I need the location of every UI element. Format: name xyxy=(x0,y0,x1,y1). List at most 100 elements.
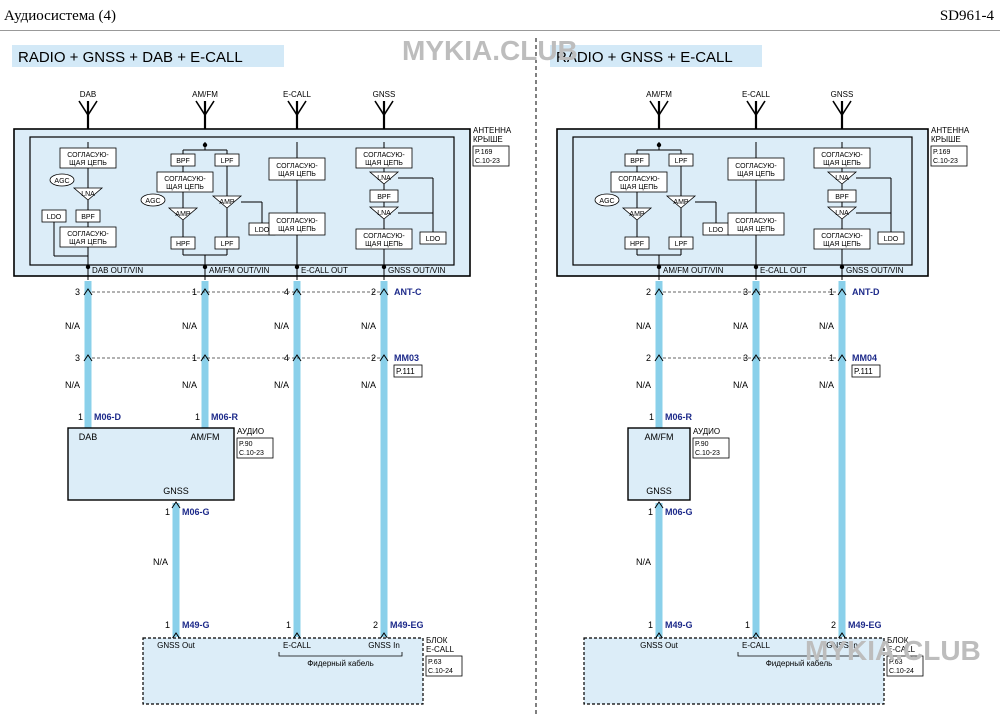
ecall-label-gnss-out: GNSS Out xyxy=(640,641,679,650)
audio-ref-sheet: C.10-23 xyxy=(239,450,264,457)
ecall-label-gnss-in: GNSS In xyxy=(368,641,400,650)
audio-unit-box xyxy=(627,427,691,501)
ecall-unit-box xyxy=(583,637,885,705)
ch-amfm-ldo-label: LDO xyxy=(709,227,724,234)
out-label-0: AM/FM OUT/VIN xyxy=(663,266,724,275)
out-node-1 xyxy=(753,264,759,270)
out-node-2 xyxy=(294,264,300,270)
conn-2-ref-box xyxy=(393,364,423,378)
ecall-mark-2 xyxy=(837,632,847,640)
conn-1-mark-3 xyxy=(379,288,389,296)
ch-amfm-agc-shape xyxy=(594,193,620,207)
na-lower-2: N/A xyxy=(819,380,834,390)
ch-gnss-match-2-label: СОГЛАСУЮ-ЩАЯ ЦЕПЬ xyxy=(363,233,405,248)
na-lower-2: N/A xyxy=(274,380,289,390)
ch-gnss-match-2-label: СОГЛАСУЮ-ЩАЯ ЦЕПЬ xyxy=(821,233,863,248)
na-lower-1: N/A xyxy=(733,380,748,390)
ch-amfm-match-label: СОГЛАСУЮ-ЩАЯ ЦЕПЬ xyxy=(164,176,206,191)
audio-ref-sheet: C.10-23 xyxy=(695,450,720,457)
ch-amfm-bpf-label: BPF xyxy=(630,158,644,165)
antenna-ecall-label: E-CALL xyxy=(283,90,312,99)
ecall-conn-left: M49-G xyxy=(665,620,693,630)
ch-amfm-lpf-label: LPF xyxy=(221,158,234,165)
page-title: Аудиосистема (4) xyxy=(4,8,117,24)
antenna-ecall-label: E-CALL xyxy=(742,90,771,99)
na-upper-0: N/A xyxy=(636,321,651,331)
ch-amfm-ldo-label: LDO xyxy=(255,227,270,234)
ch-ecall-match-1-label: СОГЛАСУЮ-ЩАЯ ЦЕПЬ xyxy=(735,163,777,178)
ch-amfm-match-box xyxy=(156,171,214,193)
audio-unit-box xyxy=(67,427,235,501)
na-upper-2: N/A xyxy=(819,321,834,331)
ch-amfm-lpf-2-label: LPF xyxy=(675,241,688,248)
ecall-ref-page: P.63 xyxy=(889,659,903,666)
ch-amfm-hpf-label: HPF xyxy=(176,241,190,248)
conn-1-pin-0: 2 xyxy=(646,287,651,297)
na-lower-0: N/A xyxy=(636,380,651,390)
ch-amfm-amp-2-label: AMP xyxy=(219,199,235,206)
wire-ecall xyxy=(293,281,301,637)
out-label-1: AM/FM OUT/VIN xyxy=(209,266,270,275)
conn-2-pin-1: 3 xyxy=(743,353,748,363)
audio-label-0: DAB xyxy=(79,432,98,442)
ch-amfm-hpf-label: HPF xyxy=(630,241,644,248)
audio-gnss-conn: M06-G xyxy=(665,507,693,517)
conn-1-name: ANT-D xyxy=(852,287,880,297)
audio-pin-1: 1 xyxy=(195,412,200,422)
conn-1-pin-0: 3 xyxy=(75,287,80,297)
ecall-pin-1: 1 xyxy=(745,620,750,630)
conn-1-pin-3: 2 xyxy=(371,287,376,297)
conn-2-ref: P.111 xyxy=(854,367,873,376)
ecall-pin-2: 2 xyxy=(373,620,378,630)
page-code: SD961-4 xyxy=(939,8,994,24)
conn-1-pin-2: 1 xyxy=(829,287,834,297)
ecall-pin-0: 1 xyxy=(165,620,170,630)
ch-gnss-match-1-label: СОГЛАСУЮ-ЩАЯ ЦЕПЬ xyxy=(363,152,405,167)
conn-2-mark-1 xyxy=(751,354,761,362)
audio-label-0: AM/FM xyxy=(645,432,674,442)
antenna-amfm-label: AM/FM xyxy=(646,90,672,99)
audio-label-1: AM/FM xyxy=(191,432,220,442)
panel-title-bg xyxy=(12,45,284,67)
na-upper-1: N/A xyxy=(733,321,748,331)
conn-2-mark-3 xyxy=(379,354,389,362)
ch-gnss-ldo-label: LDO xyxy=(426,236,441,243)
ecall-ref-sheet: C.10-24 xyxy=(428,668,453,675)
wire-audio-gnss xyxy=(172,503,180,637)
conn-2-name: MM03 xyxy=(394,353,419,363)
ch-gnss-lna-2-label: LNA xyxy=(377,210,391,217)
antenna-gnss-label: GNSS xyxy=(373,90,396,99)
watermark-bottom: MYKIA.CLUB xyxy=(805,635,981,666)
conn-2-mark-2 xyxy=(837,354,847,362)
header-rule xyxy=(0,30,1000,31)
audio-conn-0: M06-R xyxy=(665,412,693,422)
out-label-1: E-CALL OUT xyxy=(760,266,807,275)
audio-gnss-mark xyxy=(171,501,181,509)
audio-conn-1: M06-R xyxy=(211,412,239,422)
ch-dab-agc-shape xyxy=(49,173,75,187)
ecall-ref-page: P.63 xyxy=(428,659,442,666)
ch-dab-match-1-label: СОГЛАСУЮ-ЩАЯ ЦЕПЬ xyxy=(67,152,109,167)
ecall-mark-0 xyxy=(171,632,181,640)
ch-ecall-match-2-label: СОГЛАСУЮ-ЩАЯ ЦЕПЬ xyxy=(276,218,318,233)
conn-1-pin-2: 4 xyxy=(284,287,289,297)
ecall-cable-bracket xyxy=(278,652,403,657)
na-audio-gnss: N/A xyxy=(153,557,168,567)
audio-gnss-mark xyxy=(654,501,664,509)
antenna-ref-sheet: C.10-23 xyxy=(475,158,500,165)
ecall-label-ecall: E-CALL xyxy=(283,641,312,650)
antenna-gnss-label: GNSS xyxy=(831,90,854,99)
conn-2-mark-0 xyxy=(654,354,664,362)
na-lower-1: N/A xyxy=(182,380,197,390)
ecall-cable-label: Фидерный кабель xyxy=(766,659,833,668)
ch-amfm-agc-label: AGC xyxy=(145,198,160,205)
conn-2-ref: P.111 xyxy=(396,367,415,376)
panel-title: RADIO + GNSS + E-CALL xyxy=(556,49,733,66)
ch-ecall-match-2-label: СОГЛАСУЮ-ЩАЯ ЦЕПЬ xyxy=(735,218,777,233)
ecall-label-gnss-in: GNSS In xyxy=(826,641,858,650)
audio-ref-box xyxy=(692,437,730,459)
audio-pin-0: 1 xyxy=(78,412,83,422)
